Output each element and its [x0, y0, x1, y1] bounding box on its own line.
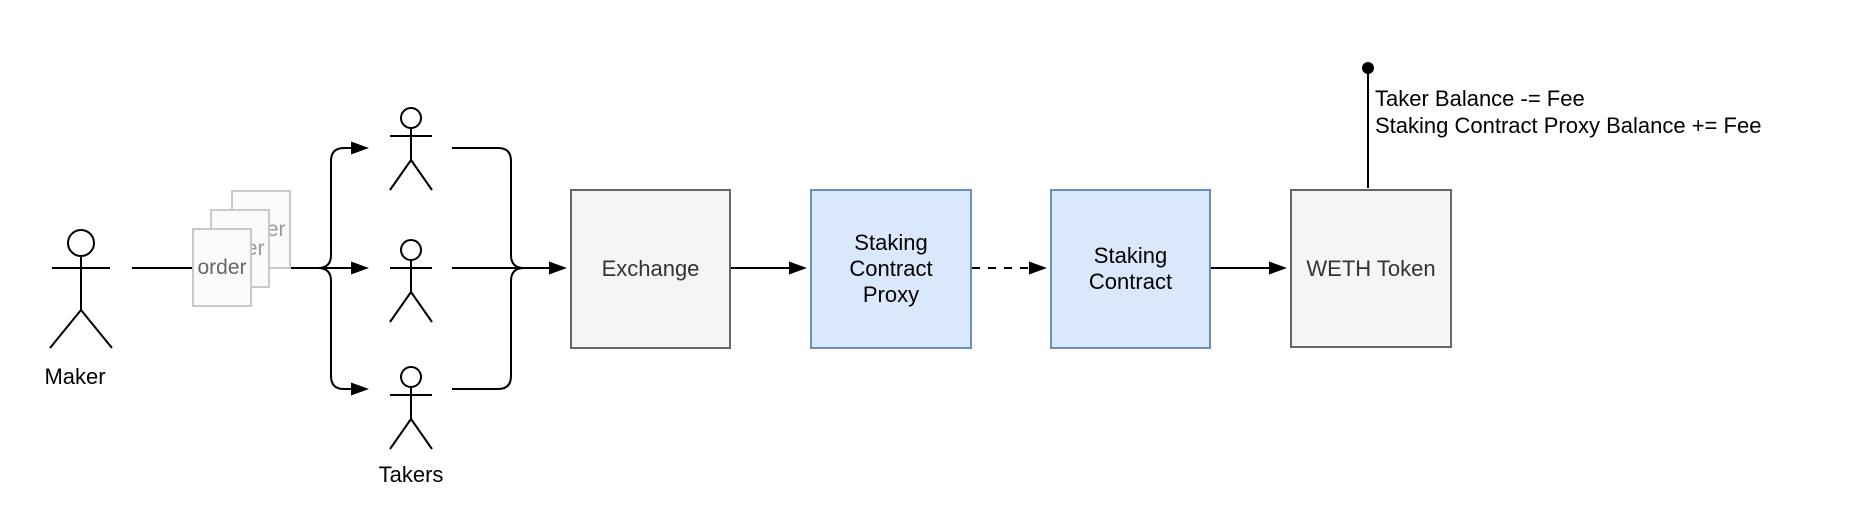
maker-head: [67, 229, 95, 257]
arrowhead-taker-2: [351, 261, 369, 275]
taker-2-head: [400, 239, 422, 261]
node-exchange-label: Exchange: [601, 256, 700, 281]
node-weth-token-label: WETH Token: [1306, 255, 1436, 281]
arrowhead-taker-1: [351, 141, 369, 155]
arrowhead-weth-token: [1269, 261, 1287, 275]
annotation-connector: [1362, 62, 1374, 188]
taker-3-head: [400, 366, 422, 388]
annotation-endpoint-dot: [1362, 62, 1374, 74]
fork-branch-top: [317, 147, 351, 269]
edge-staking-to-weth: [1211, 261, 1287, 275]
taker-figure-3: [389, 366, 433, 450]
fork-connector: [317, 141, 369, 396]
node-staking-contract-proxy: Staking Contract Proxy: [810, 189, 972, 349]
taker-1-body: [389, 128, 433, 191]
node-weth-token: WETH Token: [1290, 189, 1452, 348]
edge-proxy-to-staking: [972, 261, 1047, 275]
edge-exchange-to-proxy: [731, 261, 807, 275]
annotation-text: Taker Balance -= Fee Staking Contract Pr…: [1375, 85, 1761, 139]
taker-2-body: [389, 260, 433, 323]
merge-branch-top: [452, 147, 525, 269]
node-exchange: Exchange: [570, 189, 731, 349]
arrowhead-exchange: [549, 261, 567, 275]
order-document-front-label: order: [197, 255, 247, 279]
taker-figure-2: [389, 239, 433, 323]
annotation-line-2: Staking Contract Proxy Balance += Fee: [1375, 113, 1762, 138]
annotation-line-1: Taker Balance -= Fee: [1375, 86, 1585, 111]
node-staking-contract: Staking Contract: [1050, 189, 1211, 349]
maker-figure: [49, 229, 113, 349]
arrowhead-proxy: [789, 261, 807, 275]
takers-label: Takers: [378, 462, 444, 487]
order-document-front: order: [192, 228, 252, 307]
taker-figure-1: [389, 107, 433, 191]
maker-body: [49, 256, 113, 349]
fork-branch-bottom: [317, 267, 351, 390]
arrowhead-staking-contract: [1029, 261, 1047, 275]
node-staking-contract-proxy-label: Staking Contract Proxy: [849, 230, 933, 307]
merge-branch-bottom: [452, 267, 525, 390]
taker-1-head: [400, 107, 422, 129]
merge-connector: [452, 147, 567, 390]
arrowhead-taker-3: [351, 382, 369, 396]
taker-3-body: [389, 387, 433, 450]
maker-label: Maker: [44, 364, 106, 389]
node-staking-contract-label: Staking Contract: [1088, 243, 1173, 294]
